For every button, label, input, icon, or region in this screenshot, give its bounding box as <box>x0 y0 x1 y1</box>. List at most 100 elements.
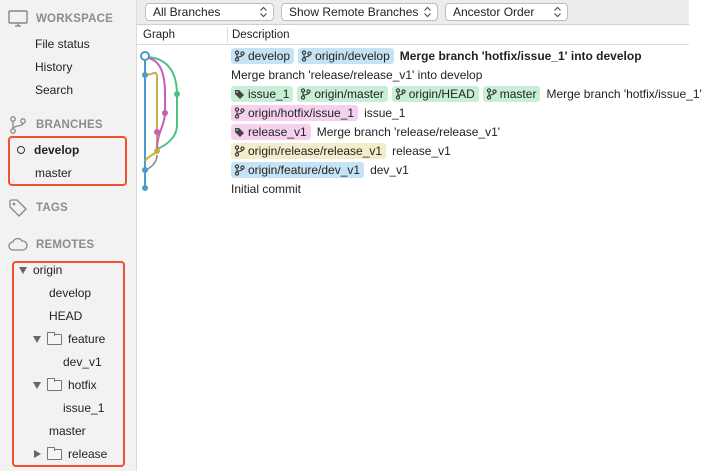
select-value: Show Remote Branches <box>289 5 419 19</box>
commit-message: Merge branch 'release/release_v1' <box>316 124 501 139</box>
select-value: Ancestor Order <box>453 5 535 19</box>
commit-row[interactable]: issue_1 origin/master origin/HEAD master… <box>231 84 702 103</box>
disclosure-down-icon[interactable] <box>33 335 41 343</box>
remote-origin[interactable]: origin <box>19 260 62 280</box>
branch-icon <box>234 106 245 119</box>
tag-label-release-v1: release_v1 <box>231 123 311 140</box>
remote-branch-issue-1[interactable]: issue_1 <box>63 401 105 415</box>
tag-icon <box>235 127 244 137</box>
folder-label: release <box>68 447 108 461</box>
branch-label-origin-hotfix-issue-1: origin/hotfix/issue_1 <box>231 104 359 121</box>
remote-branch-master[interactable]: master <box>49 424 86 438</box>
branches-title: BRANCHES <box>36 119 103 131</box>
remote-branch-head[interactable]: HEAD <box>49 309 83 323</box>
graph-lane-release <box>144 71 158 162</box>
branch-label-origin-head: origin/HEAD <box>391 85 479 102</box>
commit-row[interactable]: Merge branch 'release/release_v1' into d… <box>231 65 482 84</box>
toolbar: All Branches Show Remote Branches Ancest… <box>137 0 689 25</box>
select-value: All Branches <box>153 5 221 19</box>
commit-node[interactable] <box>174 91 180 97</box>
remote-origin-label: origin <box>33 263 63 277</box>
sidebar-item-file-status[interactable]: File status <box>35 37 90 51</box>
graph-lane-hotfix <box>144 56 166 150</box>
sidebar: WORKSPACE File status History Search BRA… <box>0 0 137 471</box>
commit-message: Merge branch 'hotfix/issue_1' into devel… <box>399 48 642 63</box>
description-column-header[interactable]: Description <box>232 29 290 41</box>
commit-message: release_v1 <box>392 143 451 158</box>
commit-row[interactable]: Initial commit <box>231 179 301 198</box>
sidebar-branch-develop[interactable]: develop <box>17 140 79 160</box>
branch-label-develop: develop <box>231 47 295 64</box>
tag-icon <box>235 89 244 99</box>
folder-icon <box>47 446 62 460</box>
workspace-title: WORKSPACE <box>36 13 113 25</box>
folder-icon <box>47 331 62 345</box>
tag-label-issue-1: issue_1 <box>231 85 294 102</box>
branch-icon <box>301 87 312 100</box>
branch-label: develop <box>34 143 80 157</box>
remotes-title: REMOTES <box>36 239 95 251</box>
remote-branch-develop[interactable]: develop <box>49 286 92 300</box>
commit-node[interactable] <box>154 129 160 135</box>
commit-message: issue_1 <box>364 105 406 120</box>
branch-icon <box>234 163 245 176</box>
remote-folder-release[interactable]: release <box>33 444 107 464</box>
folder-label: hotfix <box>68 378 97 392</box>
branch-label-origin-feature-dev-v1: origin/feature/dev_v1 <box>231 161 365 178</box>
commit-node[interactable] <box>162 110 168 116</box>
updown-chevron-icon <box>260 6 267 18</box>
sidebar-branch-master[interactable]: master <box>35 166 72 180</box>
branches-filter-select[interactable]: All Branches <box>145 3 274 21</box>
monitor-icon <box>8 9 30 29</box>
remote-branches-select[interactable]: Show Remote Branches <box>281 3 438 21</box>
branch-label-master: master <box>482 85 541 102</box>
branch-icon <box>234 49 245 62</box>
commit-message: Merge branch 'release/release_v1' into d… <box>231 67 483 82</box>
disclosure-right-icon[interactable] <box>34 450 41 458</box>
disclosure-down-icon[interactable] <box>19 266 27 274</box>
remote-branch-dev-v1[interactable]: dev_v1 <box>63 355 102 369</box>
branch-label-origin-develop: origin/develop <box>298 47 394 64</box>
tags-title: TAGS <box>36 202 68 214</box>
highlight-box-branches <box>8 136 127 186</box>
branch-icon <box>301 49 312 62</box>
sidebar-item-search[interactable]: Search <box>35 83 74 97</box>
folder-label: feature <box>68 332 106 346</box>
commit-node[interactable] <box>154 148 160 154</box>
remotes-section-header: REMOTES <box>8 235 94 255</box>
workspace-section-header: WORKSPACE <box>8 9 113 29</box>
sidebar-item-history[interactable]: History <box>35 60 73 74</box>
commit-message: Merge branch 'hotfix/issue_1' <box>546 86 702 101</box>
branch-icon <box>234 144 245 157</box>
graph-column-header[interactable]: Graph <box>143 29 175 41</box>
disclosure-down-icon[interactable] <box>33 381 41 389</box>
current-branch-icon <box>17 146 25 154</box>
commit-row[interactable]: origin/release/release_v1 release_v1 <box>231 141 451 160</box>
updown-chevron-icon <box>554 6 561 18</box>
commit-row[interactable]: release_v1 Merge branch 'release/release… <box>231 122 500 141</box>
commit-node[interactable] <box>142 167 148 173</box>
order-select[interactable]: Ancestor Order <box>445 3 568 21</box>
commit-row[interactable]: origin/feature/dev_v1 dev_v1 <box>231 160 409 179</box>
tag-icon <box>8 198 30 218</box>
commit-graph <box>140 51 180 191</box>
branch-icon <box>8 115 30 135</box>
commit-node[interactable] <box>142 72 148 78</box>
branch-label-origin-master: origin/master <box>297 85 388 102</box>
tags-section-header: TAGS <box>8 198 68 218</box>
remote-folder-feature[interactable]: feature <box>33 329 105 349</box>
commit-message: dev_v1 <box>370 162 409 177</box>
column-divider[interactable] <box>227 27 228 43</box>
commit-row[interactable]: origin/hotfix/issue_1 issue_1 <box>231 103 405 122</box>
branch-icon <box>395 87 406 100</box>
column-header: Graph Description <box>137 25 689 45</box>
commit-row[interactable]: develop origin/develop Merge branch 'hot… <box>231 46 642 65</box>
commit-node[interactable] <box>140 51 150 61</box>
highlight-box-remotes <box>12 261 125 467</box>
branches-section-header: BRANCHES <box>8 115 103 135</box>
branch-label-origin-release-v1: origin/release/release_v1 <box>231 142 387 159</box>
remote-folder-hotfix[interactable]: hotfix <box>33 375 97 395</box>
folder-icon <box>47 377 62 391</box>
branch-icon <box>486 87 497 100</box>
commit-node[interactable] <box>142 185 148 191</box>
